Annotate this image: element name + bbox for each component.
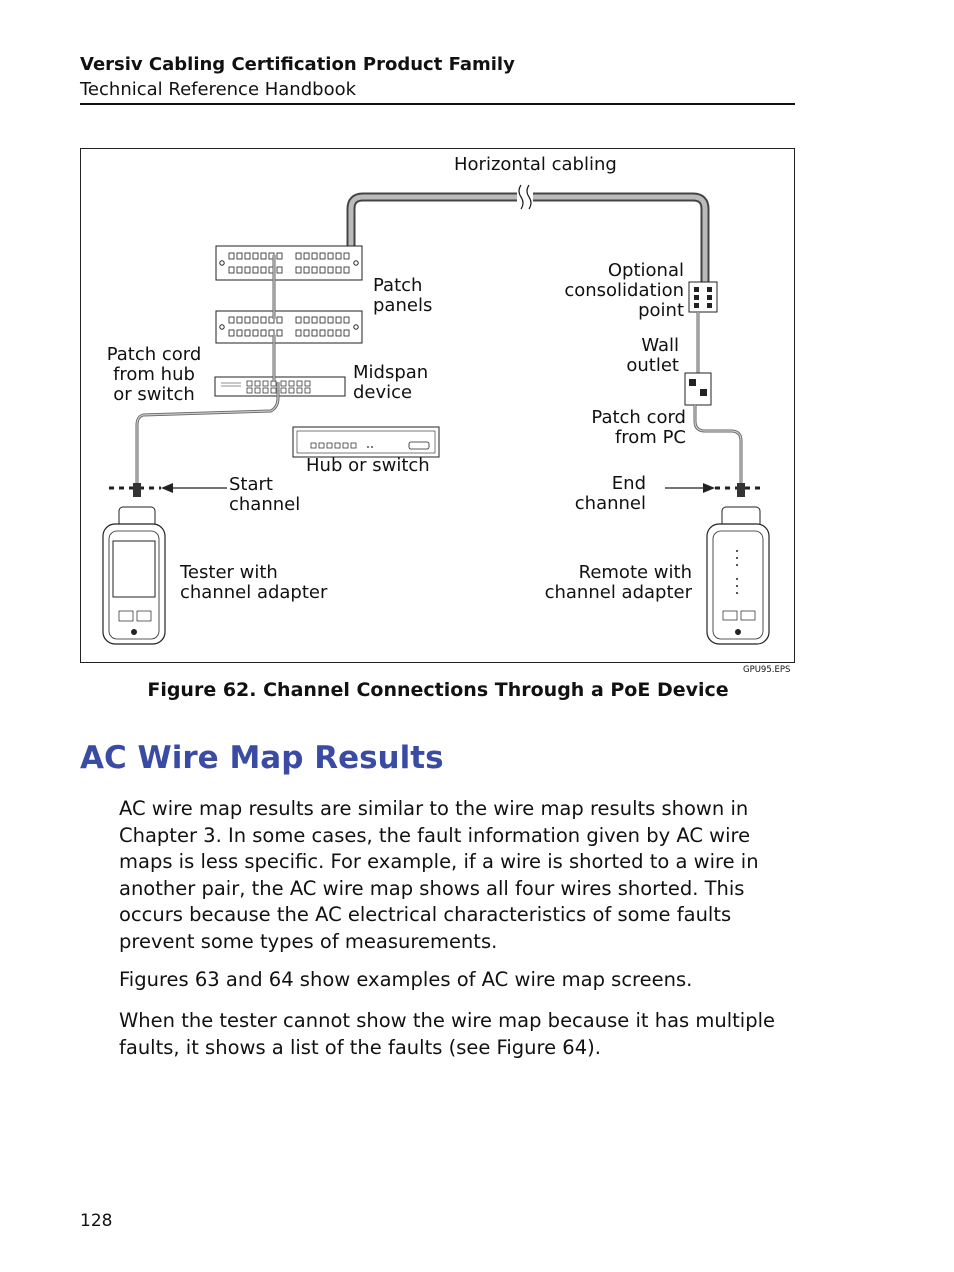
optional-cp-line-1: Optional — [607, 260, 684, 281]
consolidation-point — [688, 281, 718, 313]
patch-cord-pc-line-1: Patch cord — [591, 407, 686, 428]
patch-panel-2 — [215, 310, 363, 344]
tester-device — [102, 483, 166, 645]
end-channel-label: End channel — [575, 474, 646, 514]
start-channel-line-2: channel — [229, 494, 301, 515]
hub-switch — [292, 426, 440, 458]
remote-label: Remote with channel adapter — [545, 563, 692, 603]
midspan-line-1: Midspan — [353, 362, 429, 383]
figure-caption: Figure 62. Channel Connections Through a… — [147, 679, 729, 701]
patch-cord-hub-label: Patch cord from hub or switch — [103, 345, 205, 405]
patch-cord-pc-line-2: from PC — [614, 427, 686, 448]
wall-outlet-label: Wall outlet — [626, 336, 679, 376]
patch-panels-line-2: panels — [373, 295, 433, 316]
body-paragraph-3: When the tester cannot show the wire map… — [119, 1009, 776, 1059]
patch-cord-hub-line-1: Patch cord — [106, 344, 202, 365]
patch-panels-line-1: Patch — [373, 275, 423, 296]
header-subtitle: Technical Reference Handbook — [80, 79, 357, 100]
tester-label: Tester with channel adapter — [180, 563, 327, 603]
body-paragraph-1: AC wire map results are similar to the w… — [119, 797, 759, 953]
patch-cord-hub-line-2: from hub — [113, 364, 195, 385]
section-title: AC Wire Map Results — [80, 740, 444, 776]
start-channel-label: Start channel — [229, 475, 300, 515]
figure-diagram: Horizontal cabling Patch panels Optional… — [80, 148, 795, 663]
tester-line-1: Tester with — [180, 562, 278, 583]
end-channel-line-1: End — [611, 473, 646, 494]
header-rule — [80, 103, 795, 105]
optional-cp-line-3: point — [638, 300, 684, 321]
start-channel-line-1: Start — [229, 474, 273, 495]
patch-cord-hub-line-3: or switch — [113, 384, 195, 405]
tester-line-2: channel adapter — [180, 582, 328, 603]
patch-cord-pc-label: Patch cord from PC — [591, 408, 686, 448]
optional-cp-label: Optional consolidation point — [564, 261, 684, 321]
header-title: Versiv Cabling Certification Product Fam… — [80, 54, 515, 75]
patch-panel-1 — [215, 245, 363, 281]
wall-outlet-line-1: Wall — [641, 335, 679, 356]
midspan-line-2: device — [353, 382, 413, 403]
page-number: 128 — [80, 1211, 113, 1231]
hub-switch-label: Hub or switch — [306, 455, 430, 476]
remote-line-1: Remote with — [578, 562, 692, 583]
horizontal-cabling-label: Horizontal cabling — [454, 154, 617, 175]
end-channel-line-2: channel — [574, 493, 646, 514]
figure-file-id: GPU95.EPS — [743, 665, 791, 675]
midspan-device — [214, 376, 346, 397]
wall-outlet — [684, 372, 712, 406]
optional-cp-line-2: consolidation — [564, 280, 684, 301]
midspan-label: Midspan device — [353, 363, 428, 403]
wall-outlet-line-2: outlet — [626, 355, 679, 376]
patch-panels-label: Patch panels — [373, 276, 432, 316]
body-paragraph-2: Figures 63 and 64 show examples of AC wi… — [119, 968, 693, 991]
remote-line-2: channel adapter — [544, 582, 692, 603]
remote-device — [706, 483, 770, 645]
